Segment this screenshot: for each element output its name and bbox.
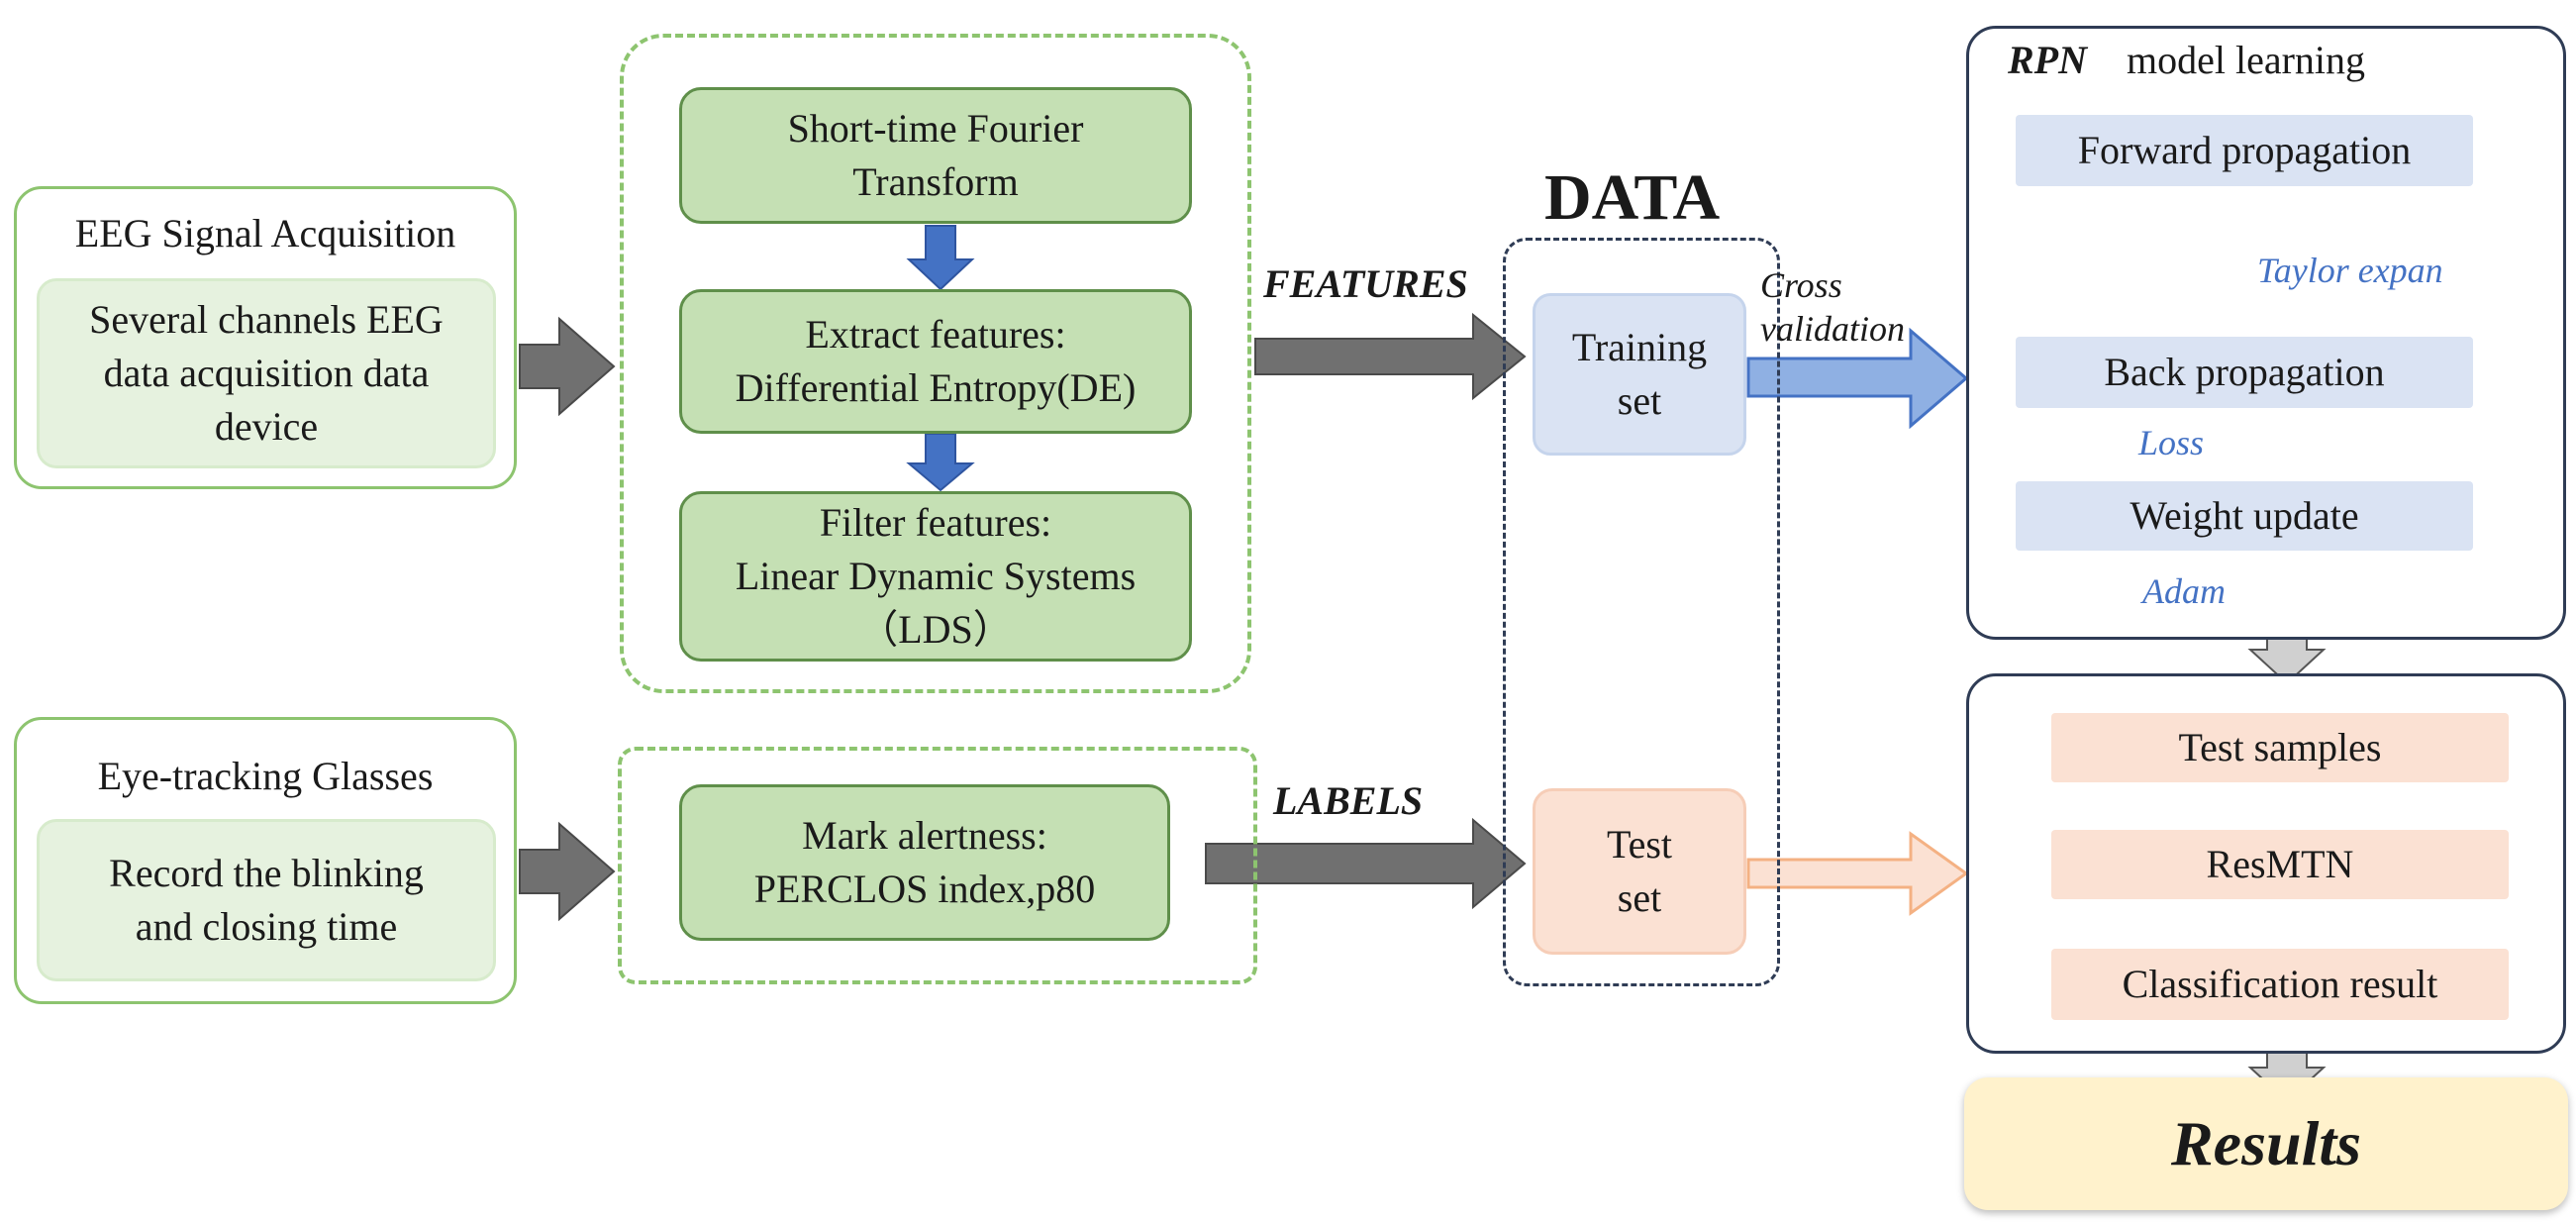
eye-tracking-panel: Eye-tracking Glasses Record the blinking… (14, 717, 517, 1004)
extract-features-box: Extract features: Differential Entropy(D… (679, 289, 1192, 434)
eeg-acquisition-desc: Several channels EEG data acquisition da… (37, 278, 496, 468)
eeg-to-processing-arrow (519, 316, 616, 417)
eye-desc-line1: Record the blinking (109, 851, 424, 895)
test-samples-text: Test samples (2178, 725, 2382, 769)
classification-text: Classification result (2122, 962, 2438, 1006)
mark-alertness-box: Mark alertness: PERCLOS index,p80 (679, 784, 1170, 941)
back-propagation-box: Back propagation (2016, 337, 2473, 408)
rpn-title-bold: RPN (2008, 38, 2087, 82)
eeg-desc-line3: device (214, 404, 319, 449)
results-text: Results (2170, 1108, 2362, 1178)
eye-to-mark-arrow (519, 821, 616, 922)
mark-line1: Mark alertness: (802, 813, 1047, 858)
eye-tracking-desc: Record the blinking and closing time (37, 819, 496, 981)
label-processing-group (618, 747, 1257, 984)
mark-line2: PERCLOS index,p80 (753, 867, 1096, 911)
eeg-acquisition-panel: EEG Signal Acquisition Several channels … (14, 186, 517, 489)
training-line2: set (1617, 378, 1662, 423)
filter-line2: Linear Dynamic Systems (735, 554, 1137, 598)
labels-label: LABELS (1273, 778, 1424, 823)
test-samples-box: Test samples (2051, 713, 2509, 782)
loss-label: Loss (2138, 423, 2205, 462)
test-to-panel-arrow (1746, 831, 1969, 916)
extract-line2: Differential Entropy(DE) (735, 365, 1137, 410)
test-line2: set (1617, 875, 1662, 920)
eeg-acquisition-title: EEG Signal Acquisition (74, 211, 456, 255)
back-text: Back propagation (2104, 350, 2385, 394)
training-set-box: Training set (1533, 293, 1746, 456)
extract-line1: Extract features: (805, 312, 1066, 357)
resmtn-box: ResMTN (2051, 830, 2509, 899)
filter-line1: Filter features: (819, 500, 1052, 545)
forward-text: Forward propagation (2077, 128, 2412, 172)
results-box: Results (1964, 1077, 2568, 1210)
cross-line1: Cross (1760, 265, 1842, 305)
features-label: FEATURES (1263, 261, 1468, 306)
eye-desc-line2: and closing time (135, 904, 398, 949)
filter-features-box: Filter features: Linear Dynamic Systems … (679, 491, 1192, 662)
stft-line2: Transform (852, 159, 1019, 204)
data-group (1503, 238, 1780, 986)
cross-validation-label: Cross validation (1760, 263, 1905, 351)
adam-label: Adam (2142, 571, 2226, 611)
training-line1: Training (1571, 325, 1708, 369)
resmtn-text: ResMTN (2206, 842, 2354, 886)
taylor-label: Taylor expan (2257, 251, 2443, 290)
rpn-title: RPN model learning (2008, 34, 2365, 87)
rpn-title-rest: model learning (2127, 38, 2366, 82)
stft-box: Short-time Fourier Transform (679, 87, 1192, 224)
data-title: DATA (1544, 161, 1721, 234)
extract-to-filter-arrow (906, 433, 975, 492)
weight-update-box: Weight update (2016, 481, 2473, 551)
filter-line3: （LDS） (858, 607, 1013, 652)
test-line1: Test (1606, 822, 1673, 867)
features-arrow (1254, 312, 1527, 401)
forward-propagation-box: Forward propagation (2016, 115, 2473, 186)
eeg-desc-line1: Several channels EEG (89, 297, 444, 342)
test-set-box: Test set (1533, 788, 1746, 955)
cross-line2: validation (1760, 309, 1905, 349)
stft-to-extract-arrow (906, 225, 975, 291)
eye-tracking-title: Eye-tracking Glasses (97, 754, 434, 798)
weight-text: Weight update (2130, 493, 2359, 538)
feature-processing-group (620, 34, 1251, 693)
eeg-desc-line2: data acquisition data (103, 351, 430, 395)
stft-line1: Short-time Fourier (787, 106, 1084, 151)
cross-validation-arrow (1746, 327, 1969, 430)
labels-arrow (1205, 817, 1527, 910)
classification-result-box: Classification result (2051, 949, 2509, 1020)
